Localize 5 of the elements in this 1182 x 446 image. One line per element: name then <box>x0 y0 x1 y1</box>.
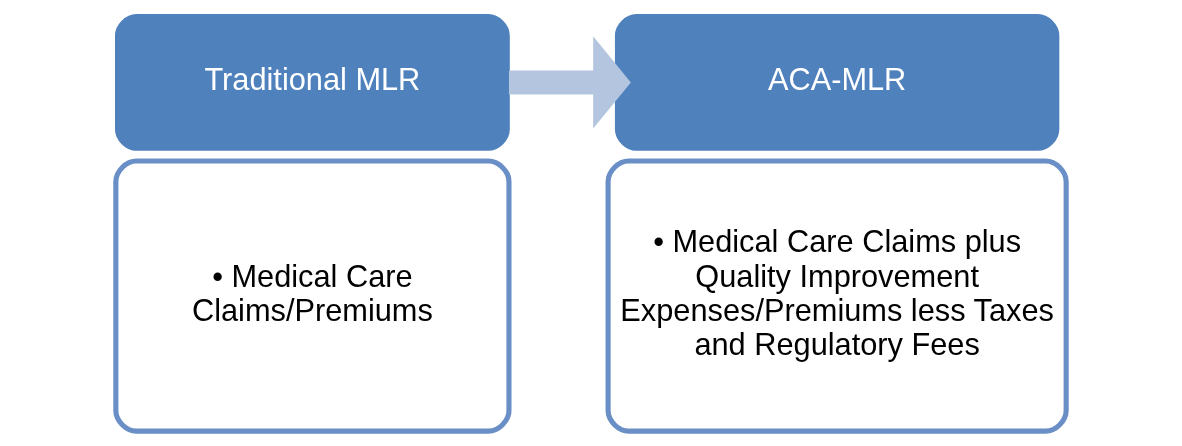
arrow <box>508 36 631 129</box>
node-box: Traditional MLR <box>115 14 510 151</box>
node-box: ACA-MLR <box>614 14 1060 151</box>
node-box: • Medical Care Claims plus Quality Improvement Expenses/Premiums less Taxes and Regulatory Fees <box>605 158 1069 434</box>
node-box: • Medical Care Claims/Premiums <box>113 158 512 434</box>
